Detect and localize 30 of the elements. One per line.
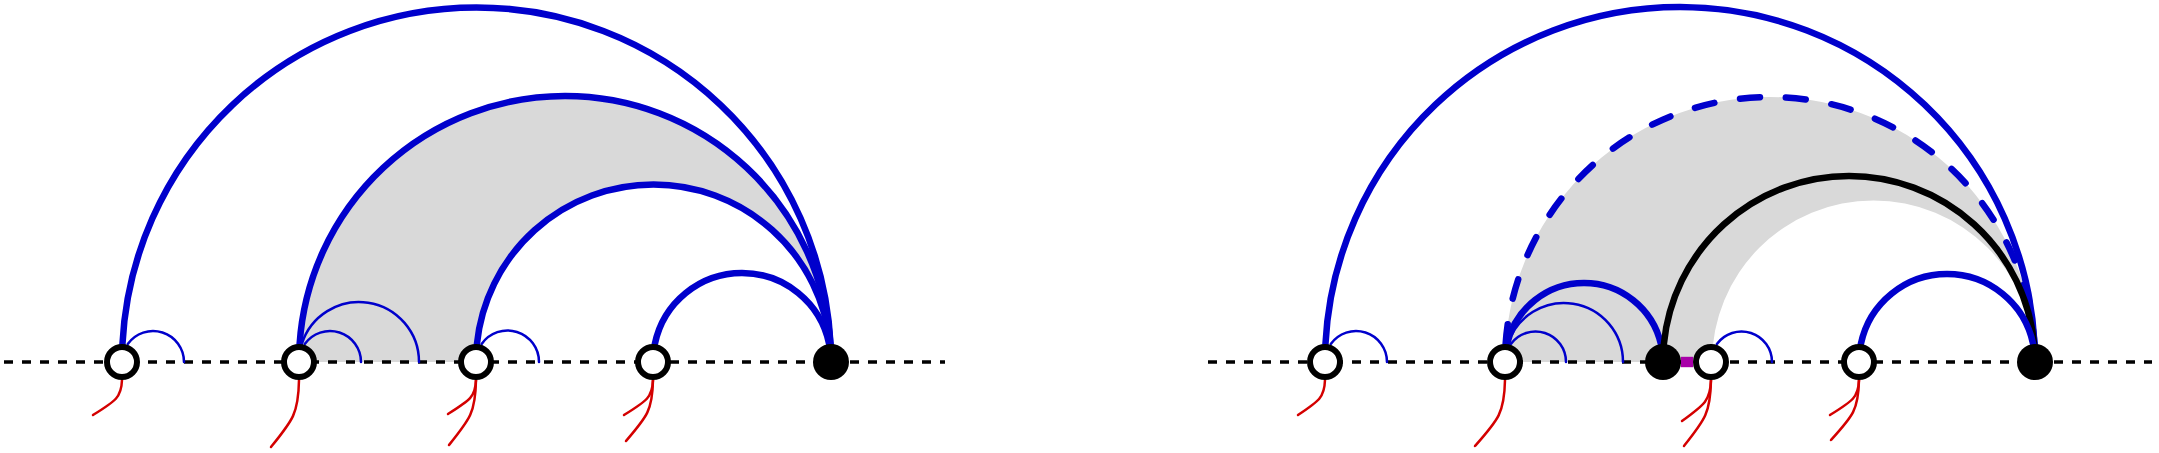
- connector-bar: [1681, 356, 1693, 368]
- strand-line: [624, 378, 655, 443]
- hollow-vertex: [281, 344, 317, 380]
- arc-line: [1329, 329, 1389, 364]
- arc-line: [480, 329, 541, 364]
- strand-line: [269, 378, 301, 449]
- hollow-vertex: [458, 344, 494, 380]
- hollow-vertex: [1841, 344, 1877, 380]
- solid-vertex: [2017, 344, 2053, 380]
- hollow-vertex: [1307, 344, 1343, 380]
- arc-line: [303, 329, 363, 364]
- arc-line: [1715, 330, 1774, 364]
- hollow-vertex: [1487, 344, 1523, 380]
- hollow-vertex: [1693, 344, 1729, 380]
- solid-vertex: [1645, 344, 1681, 380]
- hollow-vertex: [104, 344, 140, 380]
- strand-line: [1296, 378, 1327, 417]
- strand-line: [91, 378, 124, 417]
- arc-line: [126, 329, 186, 364]
- arc-line: [1503, 279, 1665, 348]
- strand-line: [1829, 378, 1861, 442]
- arc-line: [1509, 330, 1568, 364]
- arc-line: [1857, 270, 2037, 348]
- arc-line: [300, 300, 421, 364]
- solid-vertex: [813, 344, 849, 380]
- strand-line: [1473, 378, 1507, 448]
- strand-line: [1682, 378, 1713, 448]
- hollow-vertex: [635, 344, 671, 380]
- strand-line: [447, 378, 478, 447]
- arc-line: [651, 269, 833, 348]
